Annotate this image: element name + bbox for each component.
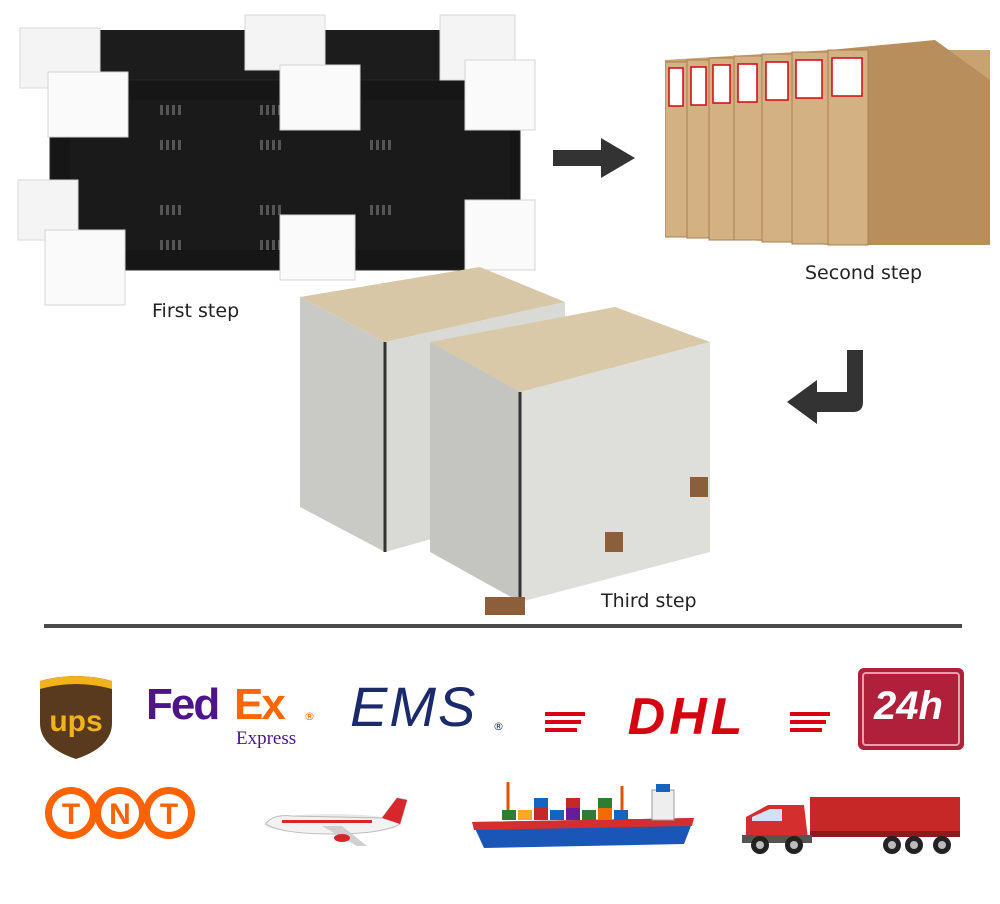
svg-text:T: T [62,798,80,831]
third-step-label: Third step [601,590,697,612]
svg-text:DHL: DHL [628,690,747,740]
second-step-label: Second step [805,262,923,284]
tnt-logo: T N T [45,787,195,839]
arrow-turn-left-icon [787,350,863,424]
first-step-label: First step [152,300,240,322]
carton-boxes-image [665,40,990,246]
airplane-icon [264,797,407,846]
ups-logo: ups [40,676,112,759]
svg-text:N: N [109,798,131,831]
svg-text:ups: ups [49,705,102,738]
arrow-right-icon [553,138,635,178]
truck-icon [742,797,960,854]
fedex-logo: Fed Ex ® Express [146,680,315,749]
24h-delivery-logo: 24h [858,668,964,750]
cargo-ship-icon [472,782,694,848]
led-panels-with-foam-corners-image [17,14,536,306]
dhl-logo: DHL [545,690,830,740]
wooden-crates-image [300,267,710,615]
ems-logo: EMS ® [350,675,504,738]
section-divider [44,624,962,628]
svg-text:T: T [160,798,178,831]
